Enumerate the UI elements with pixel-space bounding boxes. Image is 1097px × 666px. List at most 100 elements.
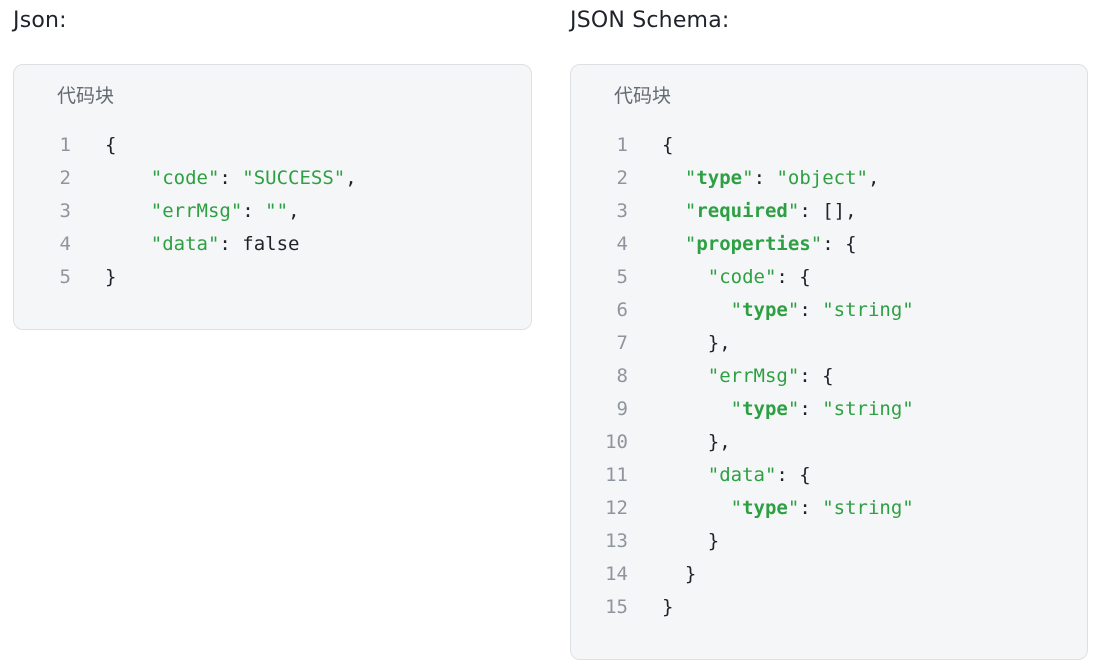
code-text: "code": { bbox=[628, 261, 811, 294]
line-number: 5 bbox=[616, 266, 628, 288]
code-line: 11 "data": { bbox=[571, 459, 1087, 492]
code-token: " bbox=[684, 200, 697, 222]
code-token: : { bbox=[776, 464, 811, 486]
code-text: "type": "string" bbox=[628, 492, 914, 525]
code-line: 5} bbox=[14, 261, 531, 294]
line-number: 8 bbox=[616, 365, 628, 387]
code-text: { bbox=[628, 129, 673, 162]
code-token: : { bbox=[776, 266, 811, 288]
code-token: " bbox=[787, 299, 800, 321]
code-token: type bbox=[742, 497, 788, 519]
code-token: } bbox=[662, 596, 674, 618]
code-text: }, bbox=[628, 426, 731, 459]
code-line: 2 "type": "object", bbox=[571, 162, 1087, 195]
code-text: "type": "object", bbox=[628, 162, 880, 195]
code-token bbox=[662, 398, 731, 420]
schema-code-lines[interactable]: 1{2 "type": "object",3 "required": [],4 … bbox=[571, 129, 1087, 624]
schema-section-title: JSON Schema: bbox=[570, 8, 730, 33]
line-number: 3 bbox=[616, 200, 628, 222]
code-token bbox=[662, 299, 731, 321]
line-number: 1 bbox=[59, 134, 71, 156]
code-text: "type": "string" bbox=[628, 393, 914, 426]
code-token: , bbox=[867, 167, 880, 189]
line-number: 7 bbox=[616, 332, 628, 354]
code-token: type bbox=[742, 398, 788, 420]
code-token bbox=[662, 497, 731, 519]
code-token bbox=[662, 365, 708, 387]
code-token: " bbox=[787, 497, 800, 519]
line-number: 10 bbox=[605, 431, 628, 453]
code-token: : bbox=[242, 200, 266, 222]
schema-code-block-label: 代码块 bbox=[614, 85, 672, 107]
code-token: "object" bbox=[776, 167, 868, 189]
line-number: 9 bbox=[616, 398, 628, 420]
code-token: "SUCCESS" bbox=[242, 167, 346, 189]
line-number: 2 bbox=[59, 167, 71, 189]
code-line: 10 }, bbox=[571, 426, 1087, 459]
code-token: } bbox=[662, 530, 720, 552]
code-text: "data": { bbox=[628, 459, 811, 492]
code-line: 3 "required": [], bbox=[571, 195, 1087, 228]
code-line: 7 }, bbox=[571, 327, 1087, 360]
json-code-block[interactable]: 代码块 1{2 "code": "SUCCESS",3 "errMsg": ""… bbox=[13, 64, 532, 330]
code-text: "properties": { bbox=[628, 228, 857, 261]
json-code-lines[interactable]: 1{2 "code": "SUCCESS",3 "errMsg": "",4 "… bbox=[14, 129, 531, 294]
code-token: "errMsg" bbox=[707, 365, 800, 387]
code-line: 6 "type": "string" bbox=[571, 294, 1087, 327]
line-number: 13 bbox=[605, 530, 628, 552]
code-token: " bbox=[684, 233, 697, 255]
code-line: 12 "type": "string" bbox=[571, 492, 1087, 525]
line-number: 4 bbox=[59, 233, 71, 255]
line-number: 2 bbox=[616, 167, 628, 189]
line-number: 14 bbox=[605, 563, 628, 585]
code-token: : bbox=[799, 299, 823, 321]
code-text: "type": "string" bbox=[628, 294, 914, 327]
line-number: 3 bbox=[59, 200, 71, 222]
code-token: : bbox=[219, 167, 243, 189]
code-token: " bbox=[730, 497, 743, 519]
code-token: "code" bbox=[150, 167, 220, 189]
code-token: " bbox=[810, 233, 823, 255]
code-token: " bbox=[787, 200, 800, 222]
code-token: " bbox=[787, 398, 800, 420]
json-code-block-label: 代码块 bbox=[57, 85, 115, 107]
code-text: "errMsg": "", bbox=[71, 195, 300, 228]
code-line: 9 "type": "string" bbox=[571, 393, 1087, 426]
code-text: } bbox=[628, 558, 696, 591]
code-line: 13 } bbox=[571, 525, 1087, 558]
code-token bbox=[662, 167, 685, 189]
code-token: "" bbox=[265, 200, 289, 222]
code-token: } bbox=[662, 563, 697, 585]
code-text: "errMsg": { bbox=[628, 360, 834, 393]
schema-code-block[interactable]: 代码块 1{2 "type": "object",3 "required": [… bbox=[570, 64, 1088, 660]
code-token: , bbox=[345, 167, 357, 189]
code-token bbox=[662, 266, 708, 288]
code-token: properties bbox=[696, 233, 811, 255]
code-text: }, bbox=[628, 327, 731, 360]
code-token: "data" bbox=[150, 233, 220, 255]
code-token: type bbox=[696, 167, 743, 189]
code-token: "errMsg" bbox=[150, 200, 243, 222]
code-line: 8 "errMsg": { bbox=[571, 360, 1087, 393]
code-text: } bbox=[71, 261, 116, 294]
code-token: "data" bbox=[707, 464, 777, 486]
code-line: 2 "code": "SUCCESS", bbox=[14, 162, 531, 195]
code-token: }, bbox=[662, 332, 731, 354]
code-token: "string" bbox=[822, 299, 914, 321]
code-token: , bbox=[288, 200, 300, 222]
code-token: : bbox=[799, 497, 823, 519]
code-token: " bbox=[742, 167, 754, 189]
code-line: 1{ bbox=[14, 129, 531, 162]
json-section-title: Json: bbox=[13, 8, 67, 33]
code-line: 14 } bbox=[571, 558, 1087, 591]
code-token bbox=[662, 464, 708, 486]
code-token: : bbox=[799, 398, 823, 420]
line-number: 12 bbox=[605, 497, 628, 519]
code-text: "code": "SUCCESS", bbox=[71, 162, 357, 195]
code-token: } bbox=[105, 266, 117, 288]
line-number: 11 bbox=[605, 464, 628, 486]
code-text: } bbox=[628, 591, 673, 624]
line-number: 4 bbox=[616, 233, 628, 255]
code-token bbox=[662, 233, 685, 255]
code-token bbox=[662, 200, 685, 222]
